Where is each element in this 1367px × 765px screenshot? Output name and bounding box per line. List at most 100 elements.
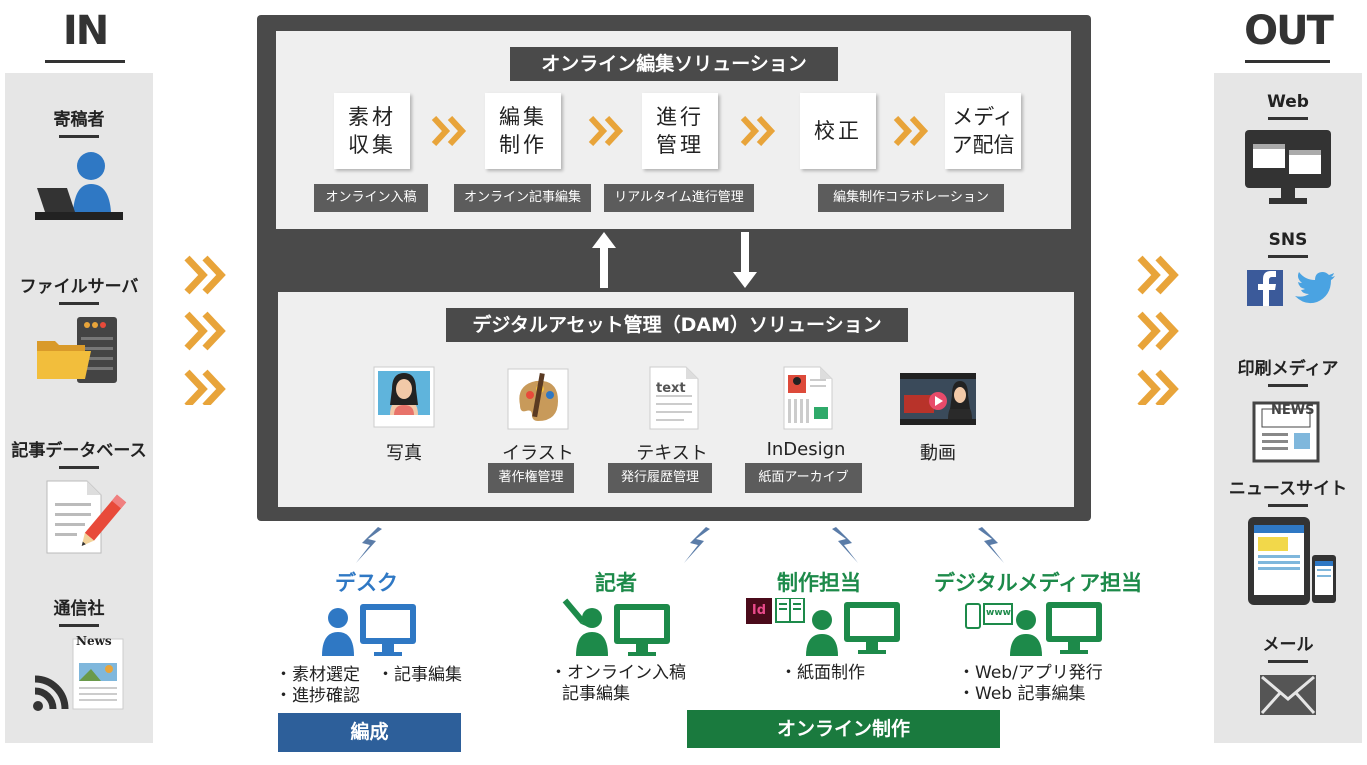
role-production-desc-1: ・紙面制作 xyxy=(780,663,865,683)
tag-publication-history: 発行履歴管理 xyxy=(608,463,712,493)
role-desk-desc-2: ・進捗確認 xyxy=(275,686,360,706)
connection-bolt-icon xyxy=(684,527,710,563)
in-arrows xyxy=(184,255,226,405)
asset-label: 写真 xyxy=(386,443,422,464)
connection-bolt-icon xyxy=(978,527,1004,563)
text-icon-word: text xyxy=(656,381,686,396)
asset-text: text テキスト xyxy=(622,365,722,465)
role-digital-media-title: デジタルメディア担当 xyxy=(934,571,1143,595)
web-monitor-icon xyxy=(1245,130,1331,204)
role-digital-desc-2: ・Web 記事編集 xyxy=(958,684,1086,704)
asset-label: InDesign xyxy=(766,439,846,460)
in-item-article-db: 記事データベース xyxy=(4,436,154,557)
text-document-icon xyxy=(649,366,699,430)
reporter-person-computer-icon xyxy=(562,598,670,656)
contributor-laptop-icon xyxy=(35,152,123,220)
tag-realtime-progress: リアルタイム進行管理 xyxy=(604,184,754,212)
tag-page-archive: 紙面アーカイブ xyxy=(745,463,862,493)
out-item-label: メール xyxy=(1262,635,1314,655)
asset-label: 動画 xyxy=(920,443,956,464)
bar-online-production: オンライン制作 xyxy=(687,710,1000,748)
tag-online-submission: オンライン入稿 xyxy=(314,184,428,212)
out-item-web: Web xyxy=(1213,92,1363,206)
asset-video: 動画 xyxy=(888,365,988,465)
tag-collaboration: 編集制作コラボレーション xyxy=(818,184,1004,212)
role-production-title: 制作担当 xyxy=(777,571,861,595)
www-label: www xyxy=(986,608,1011,618)
asset-photo: 写真 xyxy=(354,365,454,465)
in-item-label: 寄稿者 xyxy=(53,110,105,130)
arrow-down-icon xyxy=(733,232,757,288)
asset-illustration: イラスト xyxy=(488,365,588,465)
out-item-mail: メール xyxy=(1213,630,1363,719)
news-agency-icon xyxy=(33,638,124,711)
indesign-app-icon: Id xyxy=(746,598,772,624)
role-desk-desc-1: ・素材選定 ・記事編集 xyxy=(275,665,462,685)
role-reporter-desc-1: ・オンライン入稿 xyxy=(550,663,686,683)
newspaper-label: NEWS xyxy=(1271,403,1315,418)
file-server-icon xyxy=(37,317,117,383)
step-editing-production: 編集制作 xyxy=(485,93,561,169)
mail-icon xyxy=(1260,675,1316,715)
indesign-document-icon xyxy=(783,366,833,430)
out-item-label: 印刷メディア xyxy=(1237,359,1339,379)
step-arrow-icon xyxy=(893,116,929,146)
out-heading: OUT xyxy=(1244,8,1334,54)
asset-indesign: InDesign xyxy=(756,365,856,460)
out-item-news-site: ニュースサイト xyxy=(1213,474,1363,607)
out-item-label: Web xyxy=(1267,92,1309,112)
step-label: 素材収集 xyxy=(348,105,396,157)
out-item-label: ニュースサイト xyxy=(1228,479,1348,499)
article-database-icon xyxy=(46,480,127,554)
step-arrow-icon xyxy=(431,116,467,146)
asset-label: テキスト xyxy=(636,443,708,464)
step-proofreading: 校正 xyxy=(800,93,876,169)
connection-bolt-icon xyxy=(356,527,382,563)
digital-media-person-computer-icon xyxy=(965,602,1102,656)
out-item-sns: SNS xyxy=(1213,230,1363,310)
step-progress-management: 進行管理 xyxy=(642,93,718,169)
in-item-label: ファイルサーバ xyxy=(19,277,139,297)
tag-copyright-management: 著作権管理 xyxy=(488,463,574,493)
role-digital-desc-1: ・Web/アプリ発行 xyxy=(958,663,1103,683)
role-reporter-desc-2: 記事編集 xyxy=(562,684,630,704)
in-item-contributor: 寄稿者 xyxy=(4,105,154,228)
desk-person-computer-icon xyxy=(322,604,416,656)
out-item-label: SNS xyxy=(1268,230,1308,250)
step-arrow-icon xyxy=(740,116,776,146)
newspaper-icon xyxy=(1252,401,1320,463)
bar-hensei: 編成 xyxy=(278,713,461,752)
tag-online-article-editing: オンライン記事編集 xyxy=(454,184,591,212)
step-label: 編集制作 xyxy=(499,105,547,157)
step-media-distribution: メディア配信 xyxy=(945,93,1021,169)
dam-title: デジタルアセット管理（DAM）ソリューション xyxy=(446,308,908,342)
video-icon xyxy=(900,373,976,425)
asset-label: イラスト xyxy=(502,443,574,464)
in-item-label: 記事データベース xyxy=(11,441,147,461)
editing-title: オンライン編集ソリューション xyxy=(510,47,838,81)
in-item-label: 通信社 xyxy=(53,599,105,619)
arrow-up-icon xyxy=(592,232,616,288)
out-heading-underline xyxy=(1245,60,1330,63)
step-label: 進行管理 xyxy=(656,105,704,157)
photo-icon xyxy=(373,366,435,428)
news-agency-news-label: News xyxy=(76,634,112,648)
role-reporter-title: 記者 xyxy=(595,571,637,595)
tablet-phone-icon xyxy=(1248,517,1336,605)
out-arrows xyxy=(1137,255,1179,405)
connection-bolt-icon xyxy=(832,527,858,563)
step-arrow-icon xyxy=(588,116,624,146)
step-material-collection: 素材収集 xyxy=(334,93,410,169)
in-heading-underline xyxy=(45,60,125,63)
sns-icon xyxy=(1247,270,1335,306)
step-label: 校正 xyxy=(814,119,862,143)
in-item-file-server: ファイルサーバ xyxy=(4,272,154,388)
in-panel xyxy=(5,73,153,743)
production-person-computer-icon xyxy=(775,598,900,656)
in-heading: IN xyxy=(62,8,109,54)
step-label: メディア配信 xyxy=(951,105,1015,157)
in-item-news-agency: 通信社 News xyxy=(4,594,154,715)
illustration-icon xyxy=(507,368,569,430)
out-item-print: 印刷メディア NEWS xyxy=(1213,354,1363,465)
role-desk-title: デスク xyxy=(335,571,398,595)
